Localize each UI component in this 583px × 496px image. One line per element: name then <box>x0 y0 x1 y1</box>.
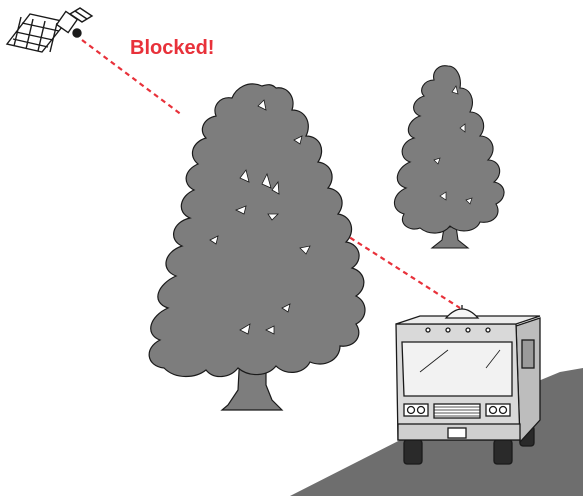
satellite-dome-icon <box>446 305 478 318</box>
rv-icon <box>396 305 540 464</box>
tree-icon <box>394 66 504 248</box>
tree-icon <box>149 84 365 410</box>
large-tree <box>149 84 365 410</box>
small-tree <box>394 66 504 248</box>
rv-vehicle <box>396 305 540 464</box>
blocked-label: Blocked! <box>130 36 214 60</box>
satellite-icon <box>7 8 92 52</box>
